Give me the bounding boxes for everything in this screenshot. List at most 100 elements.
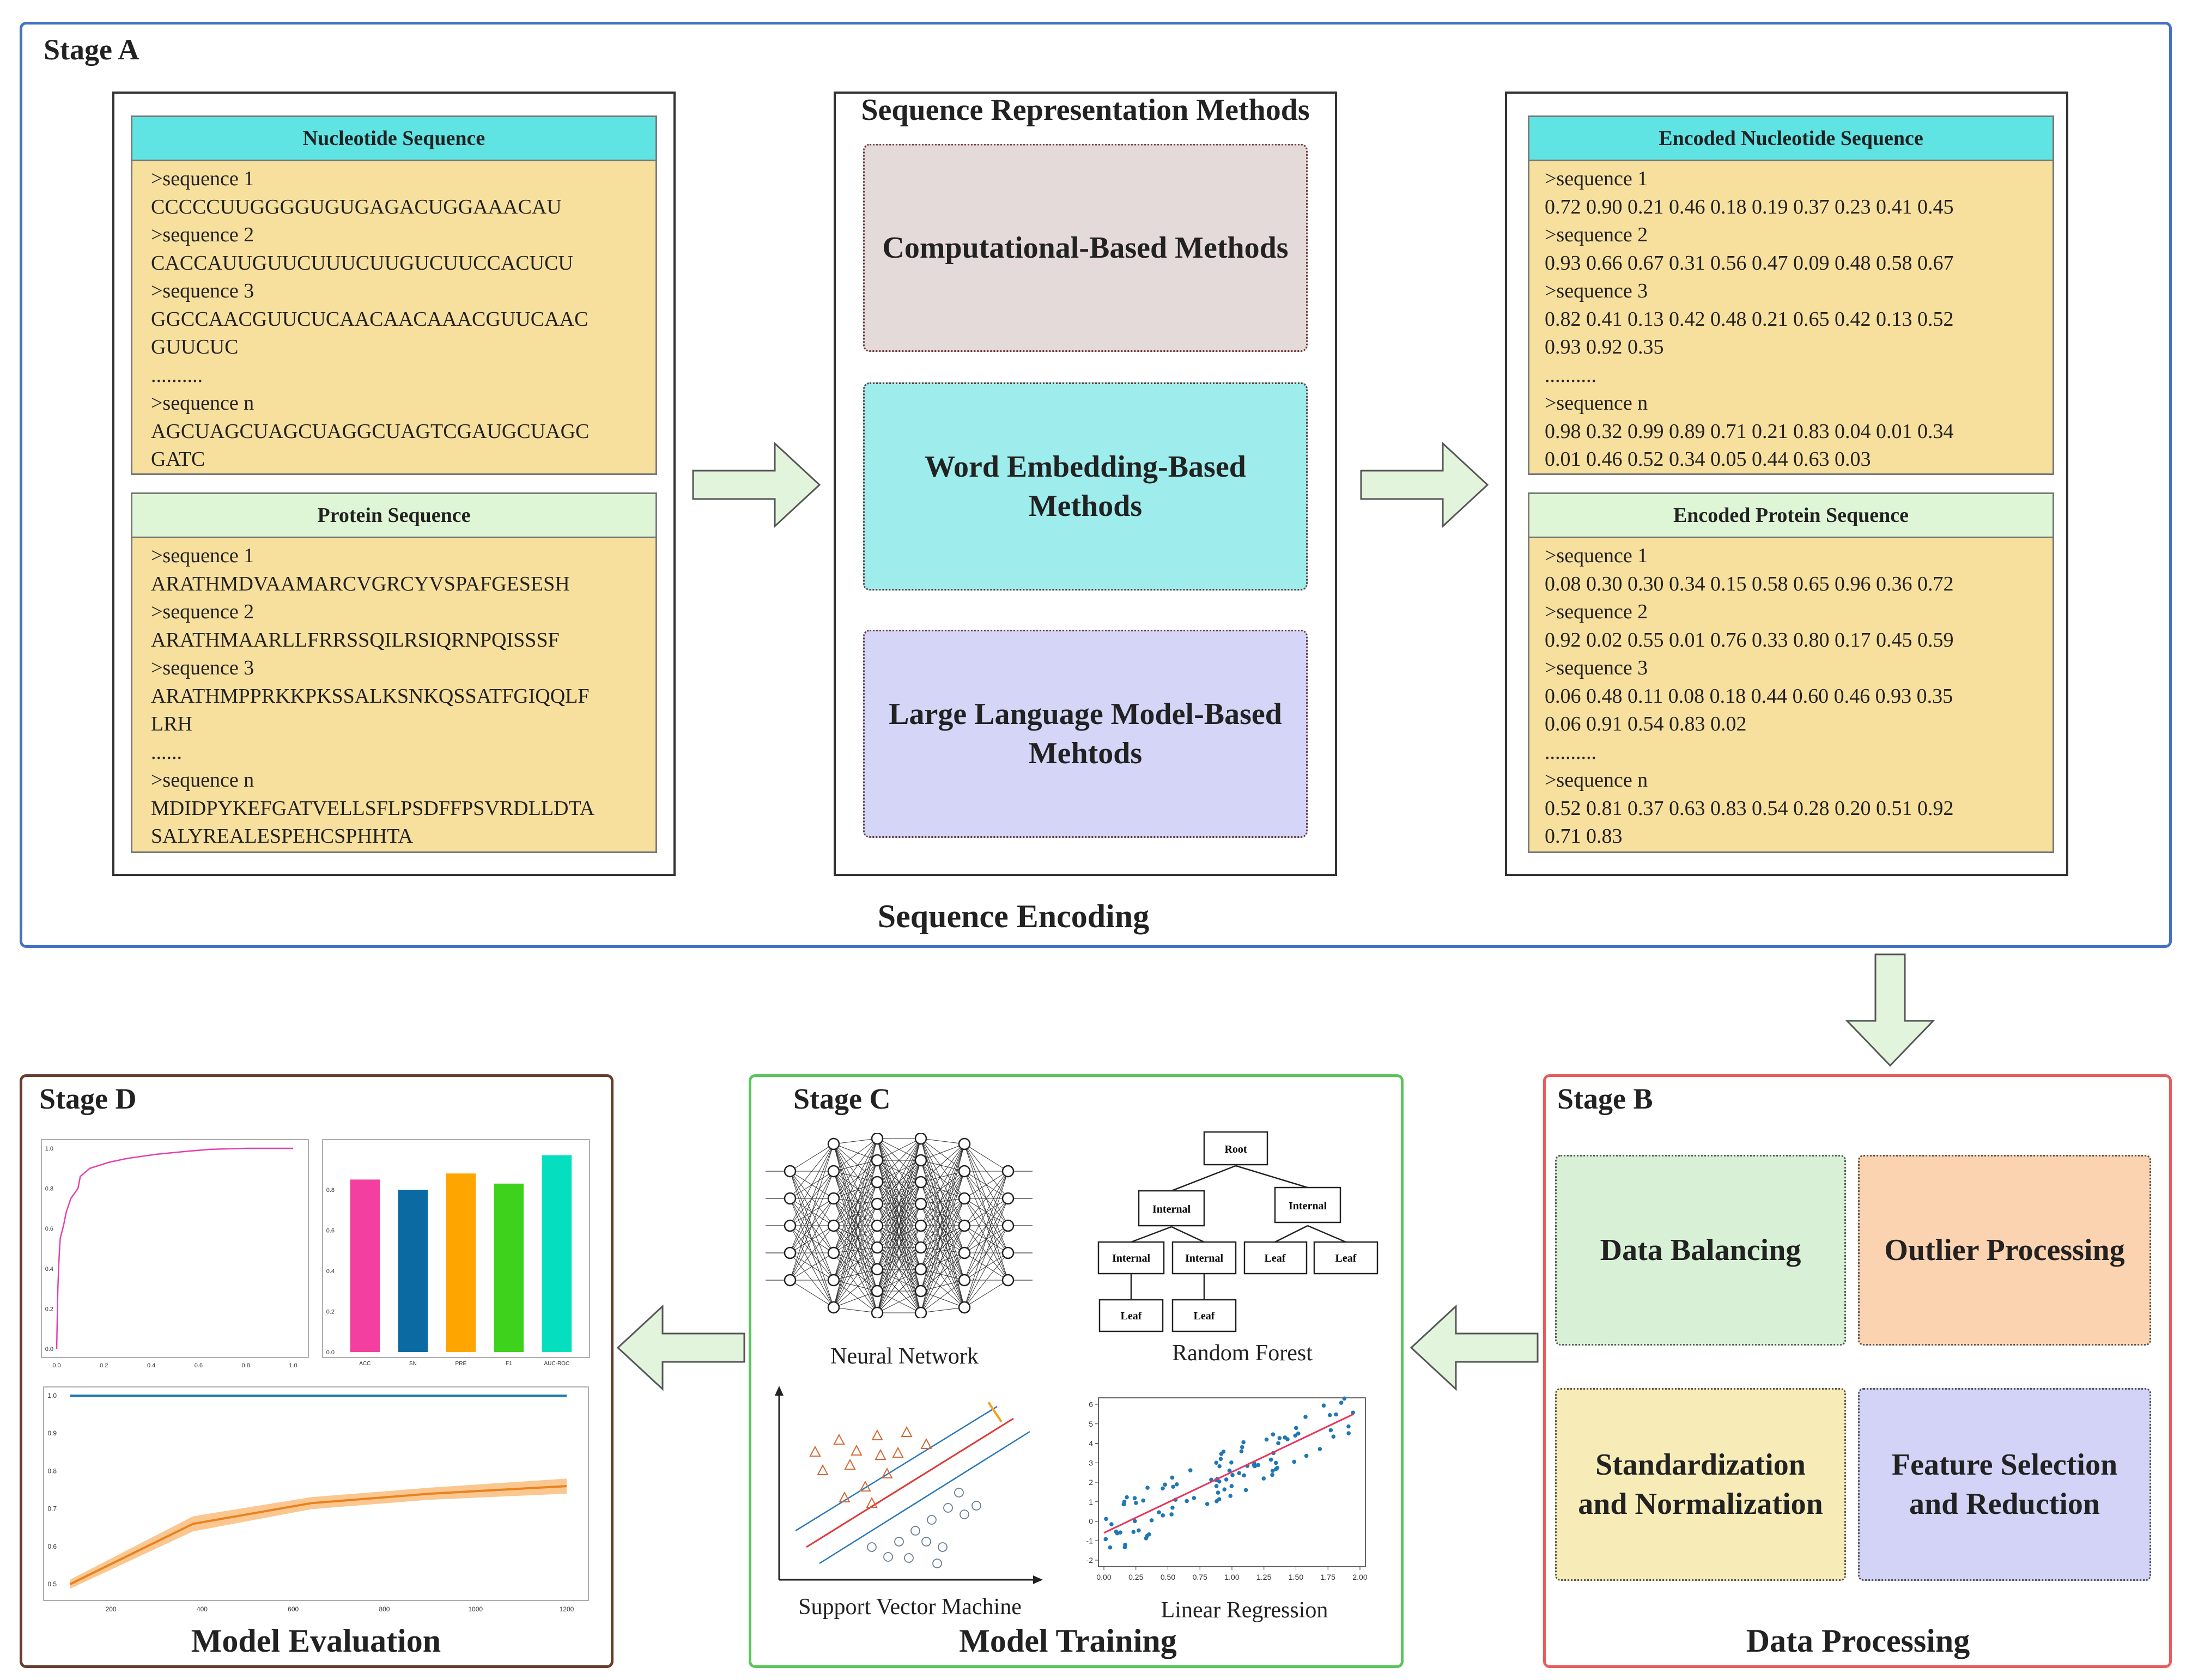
nn-edge xyxy=(877,1269,921,1313)
lr-data-point xyxy=(1205,1502,1210,1506)
roc-y-tick-label: 0.6 xyxy=(45,1226,53,1232)
bar-y-tick-label: 0.0 xyxy=(326,1349,335,1356)
svm-class-b-point xyxy=(910,1526,920,1536)
sequence-line: >sequence 1 xyxy=(151,167,254,190)
lr-data-point xyxy=(1163,1482,1167,1487)
tree-leaf-label: Leaf xyxy=(1194,1310,1215,1322)
nn-edge xyxy=(920,1171,965,1292)
stage-c-label: Stage C xyxy=(793,1082,891,1115)
nn-edge xyxy=(833,1138,878,1253)
lr-data-point xyxy=(1103,1537,1108,1542)
nn-edge xyxy=(833,1138,878,1199)
nn-edge xyxy=(920,1143,965,1292)
lr-data-point xyxy=(1241,1440,1246,1445)
nn-node xyxy=(827,1274,840,1287)
nn-edge xyxy=(920,1138,965,1226)
nn-edge xyxy=(877,1138,921,1226)
sequence-line: .......... xyxy=(151,363,203,387)
nn-edge xyxy=(833,1225,878,1281)
nn-edge xyxy=(790,1143,834,1253)
nn-edge xyxy=(833,1203,878,1253)
roc-x-tick-label: 0.2 xyxy=(100,1362,108,1369)
nn-edge xyxy=(964,1171,1009,1253)
sequence-line: 0.08 0.30 0.30 0.34 0.15 0.58 0.65 0.96 … xyxy=(1545,572,1954,595)
nn-edge xyxy=(877,1203,921,1313)
lr-data-point xyxy=(1261,1476,1266,1481)
roc-x-tick-label: 0.6 xyxy=(195,1362,203,1369)
svm-class-a-point xyxy=(881,1467,893,1478)
nn-edge xyxy=(833,1225,878,1248)
nn-edge xyxy=(920,1198,965,1270)
nn-node xyxy=(784,1192,797,1205)
nn-edge xyxy=(920,1143,965,1226)
nn-edge xyxy=(964,1225,1009,1308)
nn-edge xyxy=(833,1307,878,1313)
roc-x-tick-label: 1.0 xyxy=(289,1362,297,1369)
svm-hyperplane xyxy=(806,1417,1014,1548)
lr-data-point xyxy=(1346,1424,1351,1429)
nn-edge xyxy=(920,1143,965,1270)
nn-edge xyxy=(833,1269,878,1308)
lr-data-point xyxy=(1161,1513,1165,1518)
sequence-line: SALYREALESPEHCSPHHTA xyxy=(151,825,413,848)
lr-data-point xyxy=(1256,1463,1261,1468)
svm-margin-line xyxy=(795,1405,998,1532)
nn-node xyxy=(784,1246,797,1259)
nn-edge xyxy=(790,1198,834,1281)
lr-y-tick-label: 5 xyxy=(1089,1420,1093,1428)
svm-diagram xyxy=(775,1386,1043,1584)
nn-edge xyxy=(833,1247,878,1253)
nn-edge xyxy=(833,1138,878,1308)
svm-class-a-point xyxy=(817,1464,829,1475)
lr-data-point xyxy=(1240,1445,1244,1450)
nn-edge xyxy=(920,1182,965,1226)
data-balancing-box: Data Balancing xyxy=(1555,1155,1846,1346)
arrow-left-icon xyxy=(616,1304,745,1391)
nn-edge xyxy=(920,1171,965,1204)
svm-class-a-point xyxy=(866,1496,878,1508)
svm-class-b-point xyxy=(938,1542,948,1552)
stage-d-frame xyxy=(20,1074,614,1668)
nn-edge xyxy=(833,1225,878,1292)
svm-class-b-point xyxy=(943,1503,953,1513)
nn-edge xyxy=(790,1143,834,1226)
lr-data-point xyxy=(1214,1484,1219,1488)
nn-edge xyxy=(833,1225,878,1313)
nucleotide-sequence-box: Nucleotide Sequence >sequence 1 CCCCCUUGG… xyxy=(131,115,657,475)
learning-y-tick-label: 0.8 xyxy=(47,1467,57,1475)
lr-data-point xyxy=(1268,1457,1273,1462)
learning-x-tick-label: 1000 xyxy=(468,1605,483,1613)
lr-data-point xyxy=(1133,1501,1138,1505)
lr-y-tick-label: 4 xyxy=(1089,1439,1093,1448)
nn-edge xyxy=(877,1138,921,1313)
svm-class-a-point xyxy=(851,1444,863,1456)
nn-node xyxy=(958,1274,971,1287)
nn-edge xyxy=(833,1182,878,1281)
lr-data-point xyxy=(1215,1499,1219,1504)
svm-class-a-point xyxy=(859,1480,871,1492)
lr-data-point xyxy=(1137,1528,1141,1533)
nn-edge xyxy=(833,1252,878,1313)
tree-internal-label: Internal xyxy=(1289,1200,1327,1212)
svm-class-a-point xyxy=(833,1433,845,1445)
lr-data-point xyxy=(1123,1542,1127,1547)
roc-y-tick-label: 0.4 xyxy=(45,1266,53,1273)
outlier-processing-box: Outlier Processing xyxy=(1858,1155,2151,1346)
nn-edge xyxy=(833,1138,878,1226)
nn-edge xyxy=(833,1138,878,1172)
nn-node xyxy=(958,1246,971,1259)
learning-y-tick-label: 0.7 xyxy=(47,1505,57,1513)
svm-class-a-point xyxy=(844,1458,856,1470)
stage-d-label: Stage D xyxy=(39,1082,137,1115)
nn-edge xyxy=(920,1198,965,1313)
lr-data-point xyxy=(1170,1475,1175,1480)
nn-edge xyxy=(833,1203,878,1308)
lr-data-point xyxy=(1169,1512,1174,1517)
nn-edge xyxy=(877,1138,921,1161)
nn-edge xyxy=(920,1280,965,1313)
sequence-line: CCCCCUUGGGGUGUGAGACUGGAAACAU xyxy=(151,195,562,218)
nn-edge xyxy=(877,1138,921,1248)
nn-edge xyxy=(790,1225,834,1281)
nucleotide-sequence-title: Nucleotide Sequence xyxy=(132,117,655,161)
